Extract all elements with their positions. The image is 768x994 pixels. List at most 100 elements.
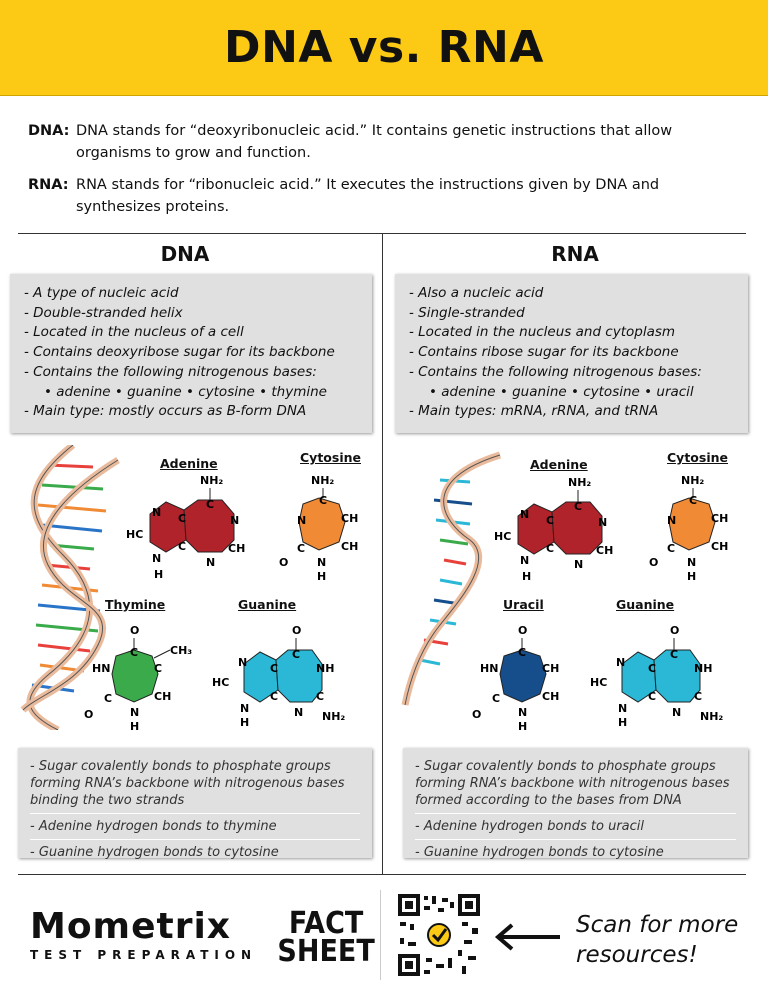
svg-text:C: C	[574, 500, 582, 513]
svg-text:CH: CH	[711, 540, 728, 553]
svg-text:O: O	[472, 708, 481, 721]
scan-line: resources!	[576, 942, 698, 968]
svg-text:C: C	[319, 494, 327, 507]
definition-dna: DNA: DNA stands for “deoxyribonucleic ac…	[28, 120, 748, 164]
svg-text:N: N	[152, 506, 161, 519]
uracil-molecule-icon: O C HN CH CH C O N H	[472, 624, 559, 733]
bond-note: - Sugar covalently bonds to phosphate gr…	[415, 759, 730, 808]
fact-sheet-label: FACT SHEET	[277, 906, 375, 969]
svg-text:H: H	[687, 570, 696, 583]
svg-text:CH: CH	[228, 542, 245, 555]
svg-text:CH: CH	[341, 512, 358, 525]
svg-text:C: C	[689, 494, 697, 507]
note-separator	[30, 813, 360, 814]
svg-text:N: N	[297, 514, 306, 527]
guanine-title: Guanine	[616, 597, 675, 612]
svg-text:N: N	[230, 514, 239, 527]
divider-bottom	[18, 874, 746, 875]
svg-text:N: N	[520, 508, 529, 521]
fact-item: - Contains ribose sugar for its backbone	[409, 344, 679, 361]
column-divider	[382, 234, 383, 874]
fact-label-line: SHEET	[277, 934, 375, 969]
rna-facts: - Also a nucleic acid - Single-stranded …	[395, 274, 748, 433]
svg-text:C: C	[178, 512, 186, 525]
scan-prompt: Scan for more resources!	[576, 910, 738, 970]
bond-note: - Adenine hydrogen bonds to thymine	[30, 819, 277, 834]
dna-double-helix-icon	[20, 445, 120, 730]
fact-item: - Double-stranded helix	[24, 304, 183, 321]
dna-bonding-notes: - Sugar covalently bonds to phosphate gr…	[18, 748, 372, 860]
rna-bonding-notes: - Sugar covalently bonds to phosphate gr…	[403, 748, 748, 860]
svg-text:O: O	[84, 708, 93, 721]
fact-label-line: FACT	[288, 906, 364, 941]
qr-code-icon[interactable]	[398, 894, 480, 976]
svg-text:N: N	[238, 656, 247, 669]
thymine-title: Thymine	[105, 597, 166, 612]
fact-item: - Also a nucleic acid	[409, 285, 544, 301]
svg-text:C: C	[667, 542, 675, 555]
svg-text:H: H	[317, 570, 326, 583]
cytosine-molecule-icon: NH₂ C N CH CH C O N H	[279, 474, 358, 583]
svg-text:C: C	[518, 646, 526, 659]
svg-text:HN: HN	[480, 662, 498, 675]
svg-text:NH₂: NH₂	[200, 474, 223, 487]
svg-text:N: N	[130, 706, 139, 719]
definition-text: DNA stands for “deoxyribonucleic acid.” …	[76, 123, 673, 161]
definition-term: DNA:	[28, 123, 70, 139]
svg-text:C: C	[104, 692, 112, 705]
svg-text:C: C	[546, 514, 554, 527]
svg-text:CH: CH	[711, 512, 728, 525]
svg-text:C: C	[492, 692, 500, 705]
bond-note: - Sugar covalently bonds to phosphate gr…	[30, 759, 345, 808]
note-separator	[415, 813, 736, 814]
fact-item: - Contains the following nitrogenous bas…	[24, 363, 317, 380]
definition-term: RNA:	[28, 177, 69, 193]
mometrix-logo: Mometrix TEST PREPARATION	[30, 908, 257, 963]
adenine-title: Adenine	[160, 456, 218, 471]
fact-item: - Located in the nucleus of a cell	[24, 324, 244, 341]
cytosine-title: Cytosine	[667, 450, 728, 465]
svg-text:NH₂: NH₂	[681, 474, 704, 487]
svg-text:CH₃: CH₃	[170, 644, 192, 657]
svg-text:O: O	[130, 624, 139, 637]
guanine-molecule-icon: O C C C N HC N H NH C N NH₂	[590, 624, 723, 729]
adenine-molecule-icon: NH₂ C C C N HC N H N CH N	[126, 474, 245, 581]
svg-text:N: N	[574, 558, 583, 571]
definition-text: RNA stands for “ribonucleic acid.” It ex…	[76, 177, 660, 215]
svg-text:H: H	[130, 720, 139, 733]
svg-text:C: C	[154, 662, 162, 675]
svg-text:N: N	[206, 556, 215, 569]
definitions: DNA: DNA stands for “deoxyribonucleic ac…	[28, 120, 748, 228]
svg-text:H: H	[154, 568, 163, 581]
svg-text:C: C	[648, 662, 656, 675]
svg-text:N: N	[294, 706, 303, 719]
fact-item: - Located in the nucleus and cytoplasm	[409, 324, 676, 341]
adenine-title: Adenine	[530, 457, 588, 472]
fact-item: - Contains the following nitrogenous bas…	[409, 363, 702, 380]
svg-text:HC: HC	[212, 676, 229, 689]
fact-item: • adenine • guanine • cytosine • uracil	[429, 383, 694, 400]
svg-text:C: C	[546, 542, 554, 555]
svg-text:H: H	[240, 716, 249, 729]
svg-text:NH₂: NH₂	[568, 476, 591, 489]
svg-text:C: C	[270, 662, 278, 675]
svg-text:N: N	[672, 706, 681, 719]
svg-text:C: C	[694, 690, 702, 703]
page-title: DNA vs. RNA	[224, 22, 544, 73]
svg-text:CH: CH	[542, 662, 559, 675]
svg-text:C: C	[292, 648, 300, 661]
scan-line: Scan for more	[576, 912, 739, 938]
fact-item: - Main types: mRNA, rRNA, and tRNA	[409, 403, 659, 420]
svg-text:CH: CH	[542, 690, 559, 703]
svg-text:NH₂: NH₂	[322, 710, 345, 723]
svg-text:NH: NH	[316, 662, 334, 675]
svg-text:N: N	[598, 516, 607, 529]
svg-text:CH: CH	[154, 690, 171, 703]
svg-text:H: H	[522, 570, 531, 583]
svg-text:N: N	[520, 554, 529, 567]
dna-heading: DNA	[160, 242, 210, 266]
rna-single-strand-icon	[401, 451, 502, 706]
footer-divider	[380, 890, 381, 980]
svg-text:C: C	[297, 542, 305, 555]
svg-text:HC: HC	[590, 676, 607, 689]
